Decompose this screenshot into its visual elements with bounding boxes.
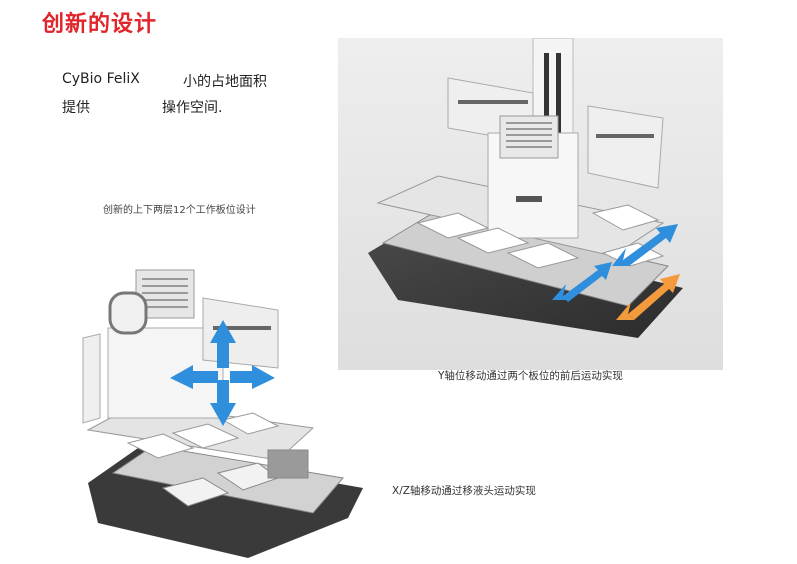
caption-y-axis: Y轴位移动通过两个板位的前后运动实现 xyxy=(438,370,623,382)
feature-workspace: 操作空间. xyxy=(162,100,223,116)
page-title: 创新的设计 xyxy=(42,12,158,37)
instrument-illustration-top xyxy=(338,38,723,370)
feature-provide: 提供 xyxy=(62,100,90,116)
caption-deck-layers: 创新的上下两层12个工作板位设计 xyxy=(103,205,256,216)
caption-xz-axis: X/Z轴移动通过移液头运动实现 xyxy=(392,485,536,497)
feature-footprint: 小的占地面积 xyxy=(183,74,267,90)
product-name: CyBio FeliX xyxy=(62,71,140,87)
instrument-illustration-bottom xyxy=(82,269,363,558)
